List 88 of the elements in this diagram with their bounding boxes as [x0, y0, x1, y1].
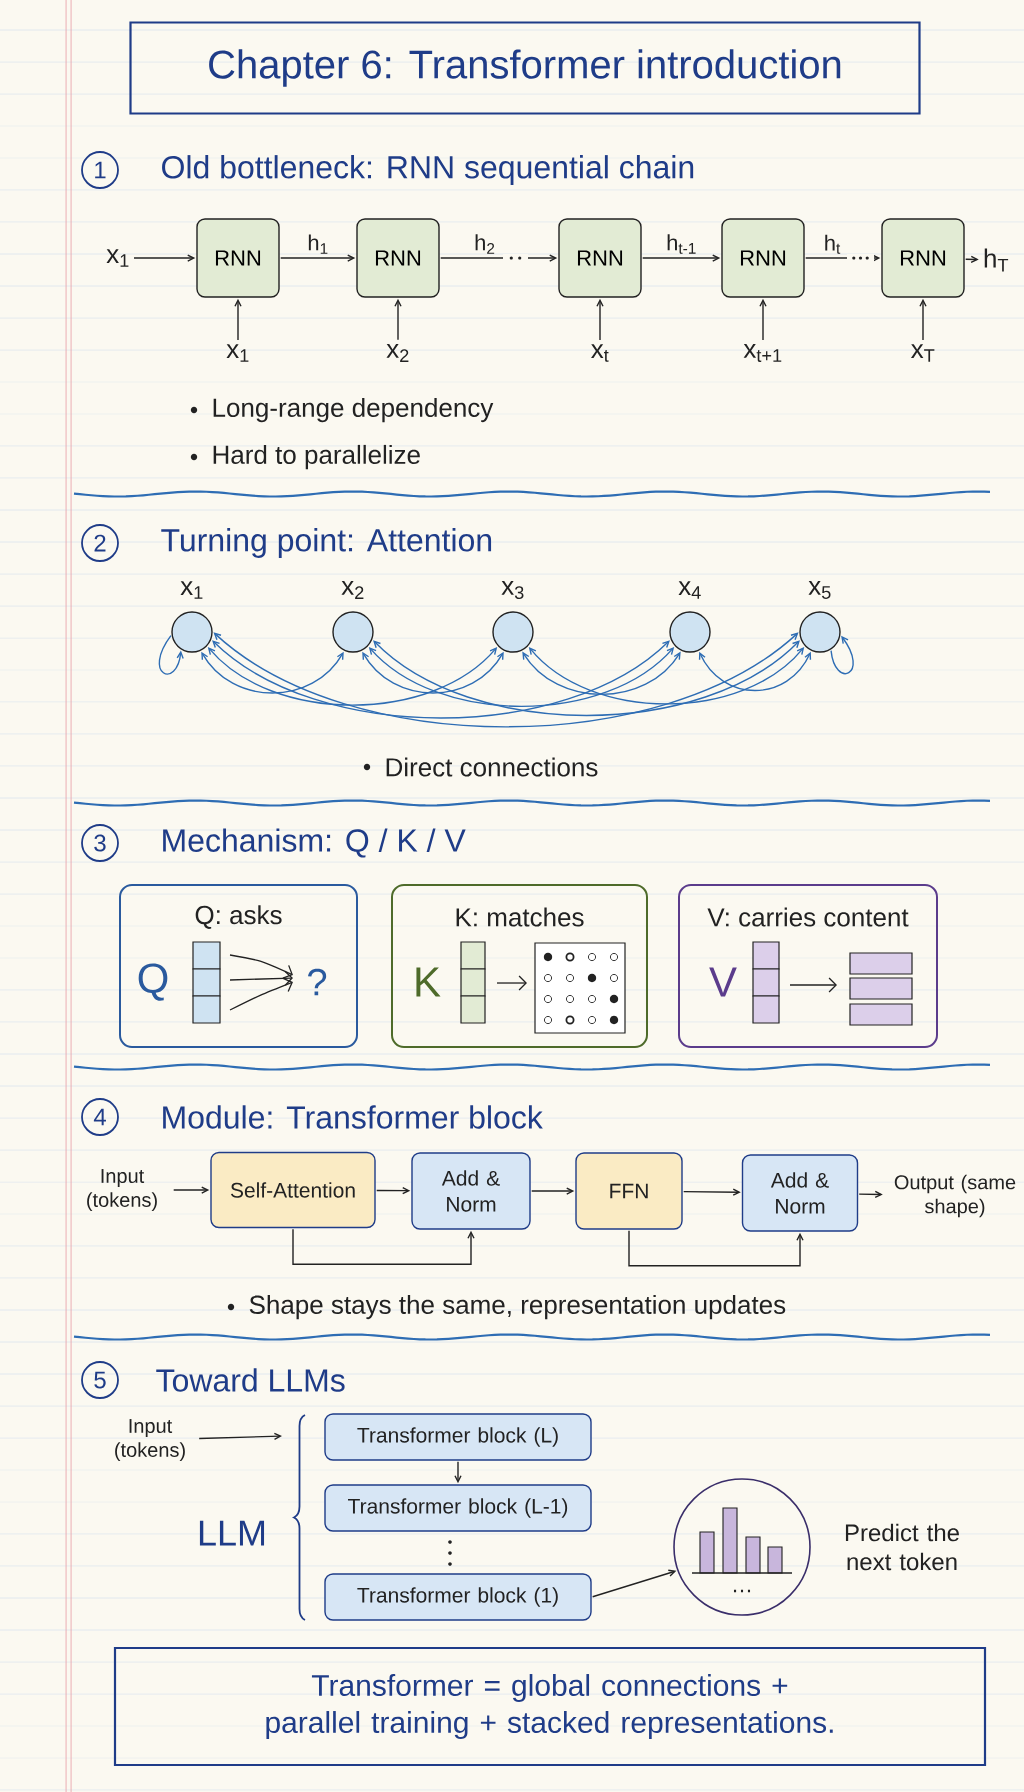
process-box: FFN — [575, 1152, 683, 1230]
layer-box: Transformer block (L) — [324, 1413, 592, 1461]
arrow — [591, 1569, 677, 1598]
edge-label: h$_{1}$ — [308, 234, 328, 254]
input-label: x$_{t}$ — [591, 344, 609, 362]
section-number: 2 — [81, 524, 119, 562]
arrow — [596, 298, 604, 341]
arrow — [173, 1186, 210, 1194]
section-heading: Turning point: Attention — [161, 528, 492, 558]
summary-box: Transformer = global connections + parallel training + stacked representations. — [113, 1646, 987, 1767]
arrow — [528, 646, 805, 705]
rnn-box: RNN — [881, 218, 965, 298]
arrow — [292, 1228, 475, 1265]
arrow — [919, 298, 927, 341]
input-label: x$_{T}$ — [911, 344, 935, 362]
rnn-box: RNN — [721, 218, 805, 298]
section-number: 1 — [81, 151, 119, 189]
arrow — [642, 254, 721, 262]
arrow — [858, 1190, 883, 1199]
arrow — [759, 298, 767, 341]
bullet-item: Shape stays the same, representation updates — [227, 1294, 786, 1320]
input-label: Input (tokens) — [87, 1169, 157, 1211]
title-box: Chapter 6: Transformer introduction — [129, 21, 921, 115]
arrow — [280, 254, 356, 262]
input-label: x$_{1}$ — [226, 344, 249, 362]
arrow — [522, 651, 681, 696]
section-number: 3 — [81, 824, 119, 862]
output-label: Output (same shape) — [894, 1174, 1016, 1218]
arrow — [373, 640, 800, 717]
input-label: x$_{1}$ — [106, 249, 129, 267]
bullet-item: Direct connections — [363, 757, 598, 777]
arrow — [965, 255, 979, 264]
node-label: x$_{2}$ — [341, 581, 364, 599]
token-node: x$_{1}$ — [171, 581, 213, 653]
arrow — [198, 1432, 282, 1440]
process-box: Add & Norm — [411, 1152, 531, 1230]
arrow — [201, 651, 344, 694]
arrow — [454, 1461, 462, 1484]
arrow — [212, 640, 670, 719]
arrow — [362, 651, 504, 694]
section-number: 5 — [81, 1361, 119, 1399]
arrow — [698, 651, 812, 692]
section-heading: Old bottleneck: RNN sequential chain — [162, 155, 694, 185]
section-heading: Module: Transformer block — [163, 1105, 543, 1129]
mechanism-card: V: carries content V — [678, 884, 938, 1048]
arrow — [830, 635, 854, 675]
input-label: x$_{t+1}$ — [743, 344, 782, 362]
process-box: Add & Norm — [741, 1154, 859, 1232]
token-node: x$_{2}$ — [332, 581, 374, 653]
arrow — [234, 298, 242, 341]
rnn-box: RNN — [196, 218, 280, 298]
bullet-item: Long-range dependency — [190, 397, 494, 423]
arrow — [368, 646, 675, 708]
arrow — [628, 1230, 804, 1267]
node-label: x$_{1}$ — [180, 581, 203, 599]
edge-label: h$_{t}$ — [825, 234, 841, 254]
token-node: x$_{3}$ — [492, 581, 534, 653]
arrow — [376, 1186, 411, 1195]
rnn-box: RNN — [558, 218, 642, 298]
layer-box: Transformer block (1) — [324, 1573, 592, 1621]
arrow — [133, 254, 196, 262]
layer-box: Transformer block (L-1) — [324, 1484, 592, 1532]
process-box: Self-Attention — [210, 1151, 376, 1229]
edge-label: h$_{2}$ — [475, 234, 495, 254]
mechanism-card: K: matches K — [391, 884, 648, 1048]
arrow — [158, 635, 184, 675]
bullet-item: Hard to parallelize — [190, 444, 420, 470]
arrow — [683, 1188, 741, 1196]
input-label: x$_{2}$ — [386, 344, 409, 362]
section-number: 4 — [81, 1098, 119, 1136]
section-heading: Mechanism: Q / K / V — [163, 828, 466, 858]
arrow — [394, 298, 402, 341]
node-label: x$_{4}$ — [678, 581, 701, 599]
edge-label: h$_{t-1}$ — [667, 234, 696, 254]
section-heading: Toward LLMs — [156, 1368, 345, 1392]
output-label: h$_{T}$ — [984, 248, 1009, 272]
node-label: x$_{5}$ — [808, 581, 831, 599]
node-label: x$_{3}$ — [501, 580, 524, 600]
arrow — [207, 646, 498, 706]
token-node: x$_{5}$ — [799, 581, 841, 653]
rnn-box: RNN — [356, 218, 440, 298]
input-label: Input (tokens) — [115, 1419, 185, 1461]
arrow — [213, 632, 799, 728]
mechanism-card: Q: asks Q ? — [119, 884, 358, 1048]
token-node: x$_{4}$ — [669, 581, 711, 653]
group-label: LLM — [199, 1520, 265, 1546]
arrow — [531, 1187, 575, 1195]
caption-text: Predict the next token — [845, 1523, 959, 1571]
